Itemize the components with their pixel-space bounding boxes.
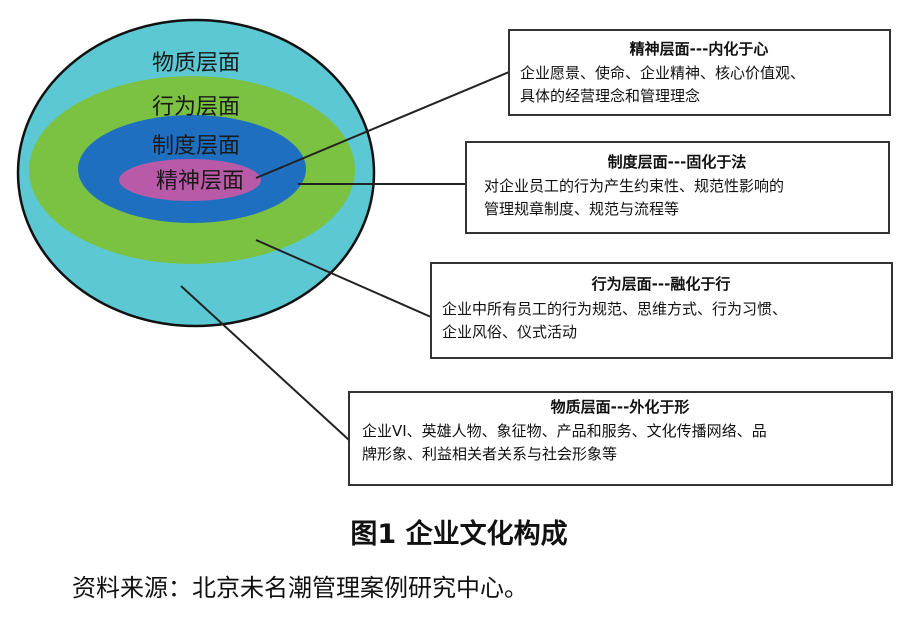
spirit-description-box: 精神层面---内化于心 企业愿景、使命、企业精神、核心价值观、 具体的经营理念和… [508, 29, 891, 116]
behavior-box-line-2: 企业风俗、仪式活动 [442, 323, 577, 341]
material-description-box: 物质层面---外化于形 企业VI、英雄人物、象征物、产品和服务、文化传播网络、品… [348, 391, 893, 486]
material-box-line-1: 企业VI、英雄人物、象征物、产品和服务、文化传播网络、品 [362, 422, 767, 440]
material-box-line-2: 牌形象、利益相关者关系与社会形象等 [362, 445, 617, 463]
spirit-box-line-2: 具体的经营理念和管理理念 [520, 87, 700, 105]
culture-layers-diagram: 物质层面 行为层面 制度层面 精神层面 精神层面---内化于心 企业愿景、使命、… [16, 18, 893, 486]
material-connector-line [180, 285, 350, 441]
behavior-box-line-1: 企业中所有员工的行为规范、思维方式、行为习惯、 [442, 300, 787, 318]
system-box-line-1: 对企业员工的行为产生约束性、规范性影响的 [484, 177, 784, 195]
material-box-title: 物质层面---外化于形 [551, 398, 690, 416]
spirit-layer-ellipse [119, 159, 261, 201]
material-layer-label: 物质层面 [152, 51, 240, 76]
behavior-description-box: 行为层面---融化于行 企业中所有员工的行为规范、思维方式、行为习惯、 企业风俗… [430, 262, 893, 359]
source-note: 资料来源：北京未名潮管理案例研究中心。 [72, 574, 528, 602]
system-layer-label: 制度层面 [152, 134, 240, 159]
spirit-box-title: 精神层面---内化于心 [630, 40, 769, 58]
behavior-connector-line [255, 239, 432, 318]
system-description-box: 制度层面---固化于法 对企业员工的行为产生约束性、规范性影响的 管理规章制度、… [465, 141, 890, 234]
figure-caption: 图1 企业文化构成 [350, 519, 568, 550]
behavior-layer-label: 行为层面 [152, 95, 240, 120]
system-box-title: 制度层面---固化于法 [608, 153, 747, 171]
spirit-layer-label: 精神层面 [156, 169, 244, 194]
spirit-box-line-1: 企业愿景、使命、企业精神、核心价值观、 [520, 64, 805, 82]
system-box-line-2: 管理规章制度、规范与流程等 [484, 200, 679, 218]
behavior-box-title: 行为层面---融化于行 [591, 275, 731, 293]
spirit-connector-line [255, 71, 510, 179]
